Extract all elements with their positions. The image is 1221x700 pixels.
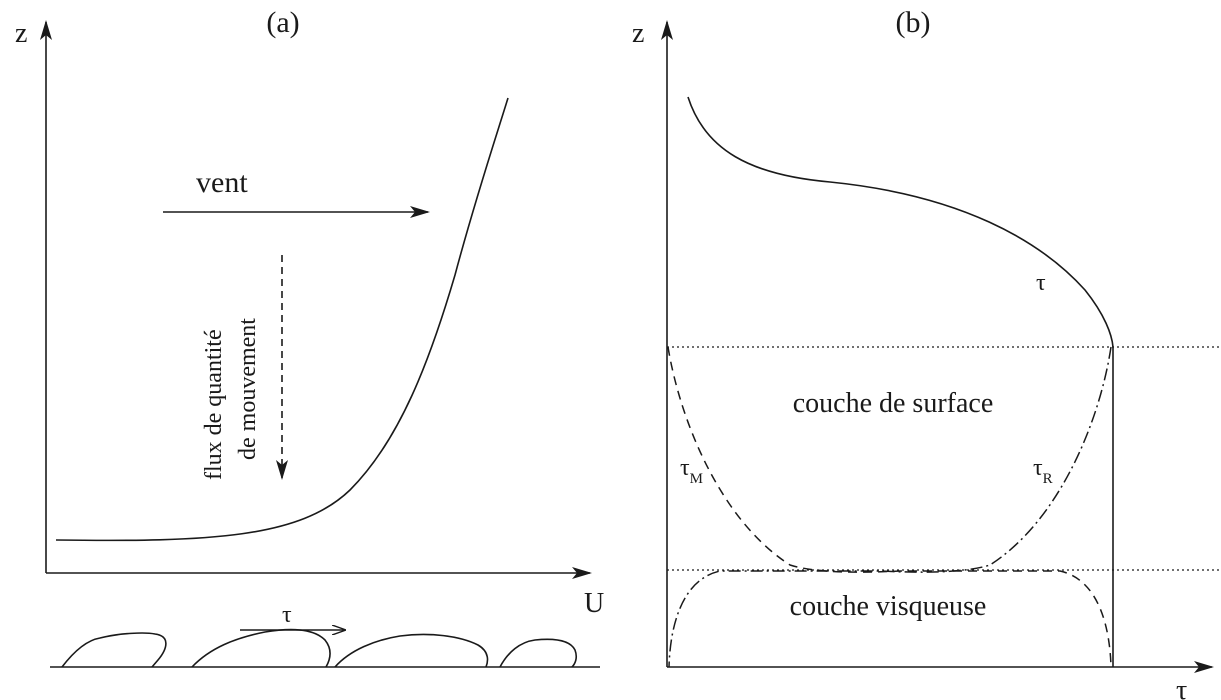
tau-r-subscript: R [1043, 471, 1053, 487]
wave-3 [334, 633, 489, 668]
wave-4 [499, 638, 578, 668]
tau-m-symbol: τ [680, 455, 690, 481]
wave-2 [191, 628, 331, 668]
wave-1 [61, 632, 167, 668]
panel-a-z-axis-label: z [15, 18, 27, 49]
panel-b-tau-axis-label: τ [1176, 675, 1187, 700]
panel-b-z-axis-label: z [632, 18, 644, 49]
tau-m-subscript: M [690, 471, 703, 487]
panel-a: (a) z U vent flux de quantité de mouveme… [15, 6, 604, 668]
tau-total-label: τ [1036, 270, 1046, 296]
tau-r-symbol: τ [1033, 455, 1043, 481]
tau-m-label: τM [680, 455, 703, 487]
tau-r-curve [668, 346, 1112, 668]
viscous-layer-label: couche visqueuse [790, 591, 987, 622]
tau-total-curve [687, 96, 1114, 348]
panel-a-label: (a) [266, 6, 299, 39]
tau-r-label: τR [1033, 455, 1053, 487]
wind-profile-curve [55, 97, 509, 542]
surface-layer-label: couche de surface [793, 388, 994, 419]
stress-label-a: τ [282, 602, 292, 628]
flux-text-line1: flux de quantité [201, 329, 227, 480]
panel-a-u-axis-label: U [584, 588, 604, 619]
panel-b: (b) z τ τ τM τR couche de surface couche… [632, 6, 1221, 700]
flux-text-line2: de mouvement [235, 318, 261, 460]
wind-label: vent [196, 166, 248, 199]
panel-b-label: (b) [896, 6, 931, 39]
